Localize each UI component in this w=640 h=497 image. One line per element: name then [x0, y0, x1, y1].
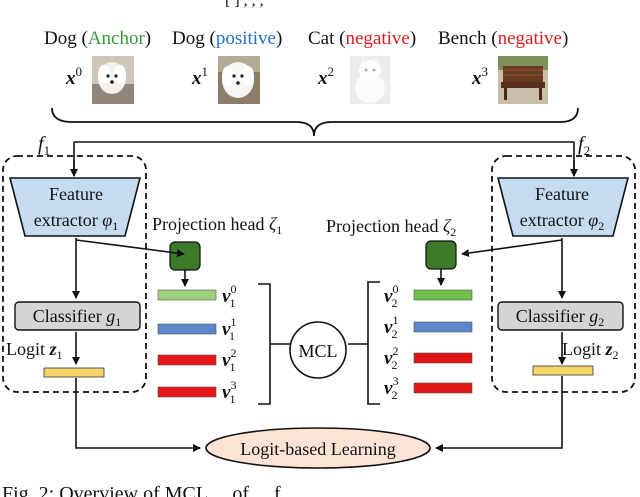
projection-head-2-label: Projection head ζ2	[326, 216, 456, 239]
network-f2-box	[491, 155, 636, 393]
white-dog-photo-anchor	[92, 56, 134, 104]
white-dog-photo-positive	[218, 56, 260, 104]
embedding-v2-2-bar	[413, 352, 473, 364]
sample-label-anchor: Dog (Anchor)	[44, 28, 151, 49]
var-x2: x2	[317, 64, 334, 89]
embedding-v2-0-bar	[413, 289, 473, 301]
embedding-v1-0-bar	[157, 289, 217, 301]
caption-bottom-fragment: Fig. 2: Overview of MCL ... of ... f...	[2, 483, 296, 497]
var-x0: x0	[65, 64, 82, 89]
bracket-right-embeddings	[348, 281, 380, 405]
logit-learning-node	[205, 427, 431, 469]
embedding-v1-2-bar	[157, 354, 217, 366]
svg-text:Cat (negative): Cat (negative)	[308, 28, 416, 49]
arrow-fe1-to-proj1	[75, 239, 185, 258]
logit-1-bar	[43, 367, 105, 378]
classifier-1-box	[14, 301, 141, 331]
arrow-logit2-to-learning	[435, 376, 563, 452]
embeddings-right	[413, 289, 473, 394]
sample-label-bench-negative: Bench (negative)	[438, 28, 568, 49]
embedding-v1-3-bar	[157, 386, 217, 398]
feature-extractor-1-line2: extractor φ1	[34, 210, 118, 233]
arrow-logit1-to-learning	[75, 378, 201, 452]
classifier-1-label: Classifier g1	[33, 306, 122, 329]
feature-extractor-1-line1: Feature	[49, 184, 103, 204]
network-f1-box	[2, 155, 147, 393]
network-f2-label: f2	[578, 133, 590, 158]
svg-text:Bench (negative): Bench (negative)	[438, 28, 568, 49]
var-x1: x1	[191, 64, 208, 89]
role-anchor: Anchor	[88, 28, 146, 49]
mcl-label: MCL	[298, 341, 337, 361]
logit-2-bar	[532, 365, 594, 376]
sample-label-cat-negative: Cat (negative)	[308, 28, 416, 49]
feature-extractor-2-line1: Feature	[535, 184, 589, 204]
role-negative-bench: negative	[498, 28, 562, 49]
role-negative-cat: negative	[345, 28, 409, 49]
projection-head-2-box	[425, 240, 457, 270]
white-cat-photo	[350, 54, 390, 104]
logit-learning-label: Logit-based Learning	[240, 439, 395, 459]
logit-1-label: Logit z1	[6, 339, 63, 362]
var-x3: x3	[471, 64, 488, 89]
bracket-left-embeddings	[258, 283, 290, 405]
role-positive: positive	[216, 28, 276, 49]
sample-label-positive: Dog (positive)	[172, 28, 282, 49]
arrow-fe2-to-proj2	[461, 239, 563, 257]
embeddings-left	[157, 289, 217, 398]
svg-text:Dog (Anchor): Dog (Anchor)	[44, 28, 151, 49]
feature-extractor-1	[8, 177, 142, 237]
caption-top-fragment: [ ] , , ,	[225, 0, 264, 9]
logit-2-label: Logit z2	[562, 339, 619, 362]
mcl-node	[289, 321, 347, 379]
classifier-2-box	[497, 301, 624, 331]
feature-extractor-2	[496, 177, 630, 237]
embedding-v2-3-bar	[413, 382, 473, 394]
embedding-v1-1-bar	[157, 323, 217, 335]
bench-photo	[498, 56, 548, 104]
classifier-2-label: Classifier g2	[516, 306, 605, 329]
input-brace	[51, 107, 579, 137]
feature-extractor-2-line2: extractor φ2	[520, 210, 604, 233]
embedding-v2-1-bar	[413, 321, 473, 333]
svg-text:Dog (positive): Dog (positive)	[172, 28, 282, 49]
projection-head-1-label: Projection head ζ1	[152, 214, 282, 237]
input-split-lines	[73, 141, 575, 172]
network-f1-label: f1	[38, 133, 50, 158]
projection-head-1-box	[169, 241, 201, 271]
